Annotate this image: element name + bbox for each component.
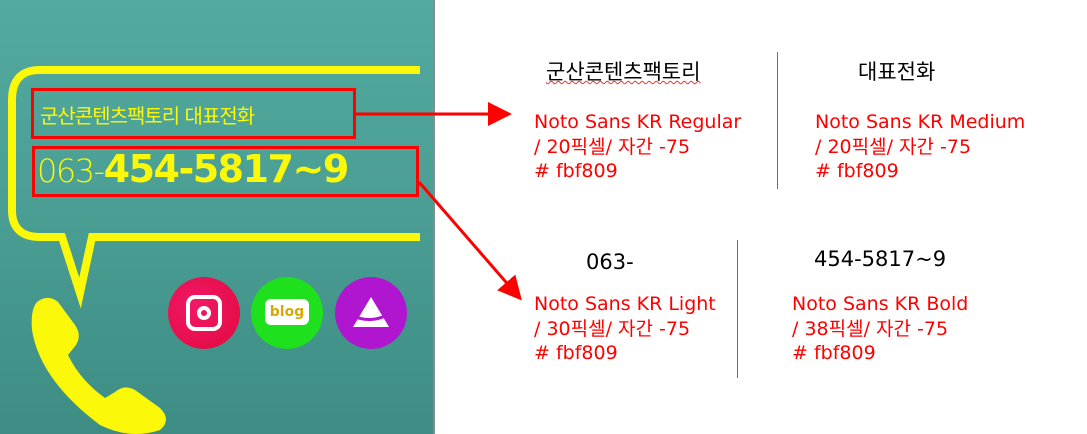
sample-title: 군산콘텐츠팩토리 bbox=[546, 60, 701, 84]
spec-top-right: Noto Sans KR Medium/ 20픽셀/ 자간 -75# fbf80… bbox=[815, 111, 1026, 182]
blog-button[interactable]: blog bbox=[251, 277, 323, 349]
highlight-title bbox=[31, 88, 356, 139]
spec-bottom-right: Noto Sans KR Bold/ 38픽셀/ 자간 -75# fbf809 bbox=[792, 293, 969, 364]
sample-phone-label: 대표전화 bbox=[858, 60, 936, 84]
phone-main: 454-5817~9 bbox=[103, 147, 350, 191]
tent-icon bbox=[350, 297, 392, 327]
highlight-phone bbox=[32, 146, 419, 197]
phone-icon bbox=[31, 297, 166, 434]
instagram-button[interactable] bbox=[168, 277, 240, 349]
spec-top-left: Noto Sans KR Regular/ 20픽셀/ 자간 -75# fbf8… bbox=[534, 111, 742, 182]
blog-icon: blog bbox=[265, 299, 309, 325]
divider-top bbox=[777, 52, 778, 189]
sample-prefix: 063- bbox=[586, 250, 634, 274]
spec-bottom-left: Noto Sans KR Light/ 30픽셀/ 자간 -75# fbf809 bbox=[534, 293, 716, 364]
phone-prefix: 063- bbox=[37, 152, 105, 190]
sample-number: 454-5817~9 bbox=[814, 247, 947, 271]
instagram-icon bbox=[186, 295, 222, 331]
speech-bubble-and-phone bbox=[8, 66, 420, 434]
banner-phone: 063-454-5817~9 bbox=[37, 144, 350, 196]
tent-button[interactable] bbox=[335, 277, 407, 349]
divider-bottom bbox=[737, 240, 738, 378]
banner-image: 군산콘텐츠팩토리 대표전화 063-454-5817~9 blog bbox=[0, 0, 433, 434]
banner-title: 군산콘텐츠팩토리 대표전화 bbox=[40, 104, 255, 128]
divider bbox=[433, 0, 435, 434]
